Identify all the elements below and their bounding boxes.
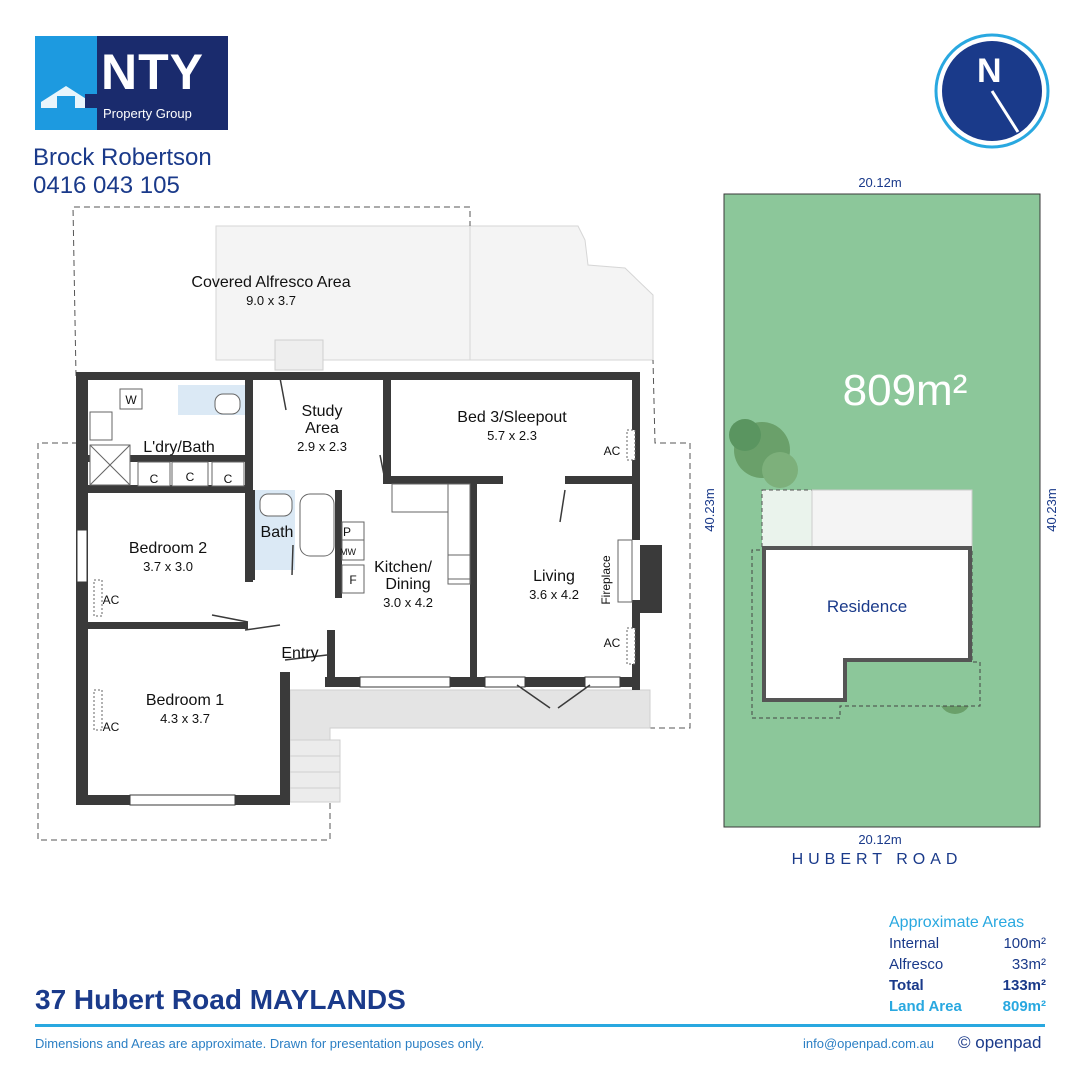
alfresco-area-label: Alfresco (889, 956, 944, 973)
cooktop-icon (447, 554, 471, 580)
total-value: 133m² (1002, 977, 1046, 994)
agent-phone: 0416 043 105 (33, 172, 180, 199)
areas-row-land: Land Area 809m² (889, 998, 1046, 1019)
areas-row-total: Total 133m² (889, 977, 1046, 998)
washer-icon (119, 388, 143, 410)
bed1-label: Bedroom 1 (146, 692, 224, 709)
logo-brand-text: NTY (101, 44, 204, 100)
logo-sub-text: Property Group (103, 106, 192, 121)
bed1-dims: 4.3 x 3.7 (160, 711, 210, 726)
front-steps (289, 739, 341, 803)
microwave-label: MW (340, 547, 356, 557)
bed2-label: Bedroom 2 (129, 540, 207, 557)
lot-depth-left: 40.23m (702, 488, 717, 531)
kitchen-label-1: Kitchen/ (374, 559, 432, 576)
alfresco-label: Covered Alfresco Area (191, 274, 350, 291)
study-dims: 2.9 x 2.3 (297, 439, 347, 454)
bath-label: Bath (261, 524, 294, 541)
entry-label: Entry (281, 645, 318, 662)
cupboard-label-1: C (150, 472, 159, 486)
street-name: HUBERT ROAD (792, 851, 963, 868)
internal-label: Internal (889, 935, 940, 952)
footer-divider (35, 1024, 1045, 1027)
bed3-label: Bed 3/Sleepout (457, 409, 567, 426)
fridge-label: F (349, 573, 356, 587)
land-area-label: 809m² (843, 366, 968, 415)
toilet-icon (214, 393, 241, 415)
fridge-icon (341, 564, 365, 594)
lot-depth-right: 40.23m (1044, 488, 1059, 531)
alfresco-dims: 9.0 x 3.7 (246, 293, 296, 308)
kitchen-dims: 3.0 x 4.2 (383, 595, 433, 610)
ac-label-bed1: AC (103, 720, 120, 734)
north-compass-icon: N (934, 33, 1050, 149)
cupboard-label-2: C (186, 470, 195, 484)
study-label-1: Study (302, 403, 343, 420)
openpad-logo-icon: © (958, 1033, 971, 1052)
ac-label-bed2: AC (103, 593, 120, 607)
compass-label: N (977, 52, 1002, 90)
alfresco-area-value: 33m² (1011, 956, 1046, 973)
areas-row-alfresco: Alfresco 33m² (889, 956, 1046, 977)
living-label: Living (533, 568, 575, 585)
areas-row-internal: Internal 100m² (889, 935, 1046, 956)
pantry-label: P (343, 525, 351, 539)
living-dims: 3.6 x 4.2 (529, 587, 579, 602)
fireplace-label: Fireplace (599, 555, 613, 605)
windows (76, 529, 621, 806)
openpad-brand: © openpad (958, 1033, 1041, 1053)
ac-unit-icon-3 (93, 579, 103, 617)
agent-name: Brock Robertson (33, 144, 212, 171)
front-porch (289, 689, 651, 741)
alfresco-tiles (215, 225, 654, 371)
internal-value: 100m² (1003, 935, 1046, 952)
contact-email[interactable]: info@openpad.com.au (803, 1036, 935, 1051)
ac-unit-icon-2 (626, 627, 636, 665)
microwave-icon (341, 539, 365, 561)
ac-label-bed3: AC (604, 444, 621, 458)
cupboard-icon (137, 461, 171, 487)
study-label-2: Area (305, 420, 339, 437)
disclaimer-text: Dimensions and Areas are approximate. Dr… (35, 1036, 485, 1051)
floor-plan: Covered Alfresco Area 9.0 x 3.7 Study Ar… (37, 206, 691, 841)
site-plan: 809m² Residence 20.12m 20.12m 40.23m 40.… (702, 175, 1059, 868)
areas-heading: Approximate Areas (889, 914, 1025, 931)
bed3-dims: 5.7 x 2.3 (487, 428, 537, 443)
total-label: Total (889, 977, 924, 994)
doors (211, 377, 591, 709)
openpad-brand-text: openpad (975, 1033, 1042, 1052)
trough-icon (89, 411, 113, 441)
property-address: 37 Hubert Road MAYLANDS (35, 984, 406, 1015)
laundry-label: L'dry/Bath (143, 439, 215, 456)
land-area-row-label: Land Area (889, 998, 962, 1015)
cupboard-icon-3 (211, 461, 245, 487)
company-logo: NTY Property Group (35, 36, 228, 130)
logo-house-mark (35, 36, 97, 130)
land-area-row-value: 809m² (1002, 998, 1046, 1015)
ac-unit-icon (626, 429, 636, 461)
cupboard-label-3: C (224, 472, 233, 486)
fixtures (89, 388, 636, 731)
ac-label-living: AC (604, 636, 621, 650)
washer-label: W (125, 393, 137, 407)
bathtub-icon (299, 493, 335, 557)
bed2-dims: 3.7 x 3.0 (143, 559, 193, 574)
residence-label: Residence (827, 597, 907, 616)
basin-icon (259, 493, 293, 517)
cupboard-icon-2 (171, 461, 209, 487)
kitchen-label-2: Dining (385, 576, 430, 593)
residence-footprint (751, 489, 981, 719)
lot-width-top: 20.12m (858, 175, 901, 190)
areas-table: Approximate Areas Internal 100m² Alfresc… (889, 914, 1046, 1019)
lot-width-bottom: 20.12m (858, 832, 901, 847)
fireplace-icon (617, 539, 633, 603)
tree-icon (729, 419, 798, 488)
ac-unit-icon-4 (93, 689, 103, 731)
